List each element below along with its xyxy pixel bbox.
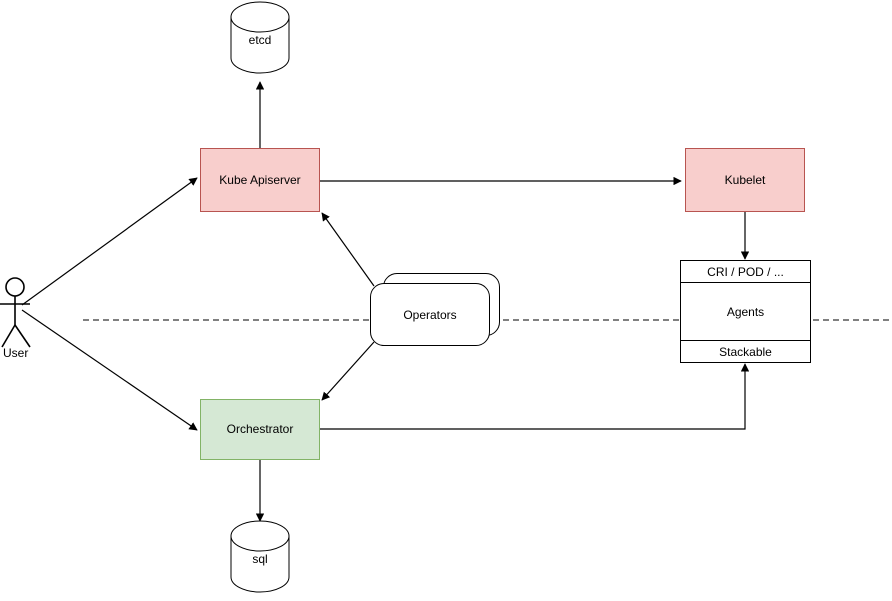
node-agents-row-stackable-label: Stackable [719,344,772,359]
user-actor-icon [0,277,31,348]
node-kubelet-label: Kubelet [724,172,766,187]
node-agents-row-agents: Agents [681,283,810,340]
node-agents-row-cri: CRI / POD / ... [681,261,810,283]
node-operators-label-wrap: Operators [370,283,490,346]
etcd-label: etcd [248,33,272,47]
node-kube-apiserver[interactable]: Kube Apiserver [200,148,320,212]
node-orchestrator[interactable]: Orchestrator [200,399,320,460]
node-operators-label: Operators [403,307,457,322]
edge-orchestrator-to-agents [320,363,750,430]
node-kubelet[interactable]: Kubelet [685,148,805,212]
node-kube-apiserver-label: Kube Apiserver [219,172,301,187]
edge-user-to-kube-apiserver [21,177,198,306]
node-agents-row-cri-label: CRI / POD / ... [707,264,784,279]
sql-label: sql [252,552,268,566]
sql-cylinder [230,520,290,593]
node-agents-row-agents-label: Agents [726,304,765,319]
edge-operators-to-kube-apiserver [321,212,375,287]
node-operators[interactable] [370,283,490,346]
edge-operators-to-orchestrator [321,341,375,401]
node-orchestrator-label: Orchestrator [226,422,294,437]
etcd-cylinder [230,1,290,74]
node-agents[interactable]: CRI / POD / ... Agents Stackable [680,260,811,363]
node-agents-row-stackable: Stackable [681,340,810,362]
user-label: User [3,346,29,360]
edge-user-to-orchestrator [21,309,198,431]
